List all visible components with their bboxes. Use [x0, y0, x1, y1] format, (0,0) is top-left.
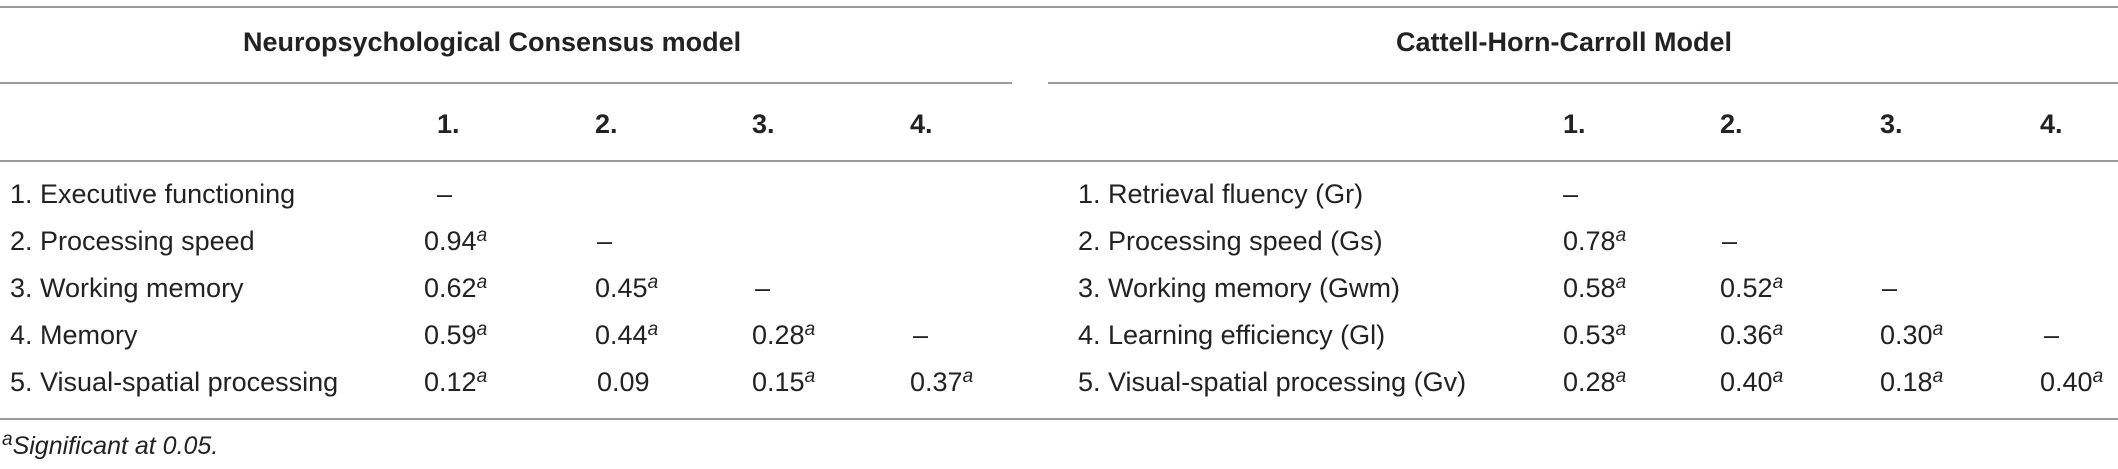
table-footnote: aSignificant at 0.05.	[2, 430, 218, 462]
cell-value: 0.40	[2040, 367, 2093, 397]
panel-1-title-rule	[0, 82, 1012, 84]
cell-value: 0.94	[424, 226, 477, 256]
significance-marker: a	[476, 319, 488, 340]
panel-1-cell: 0.44a	[595, 318, 658, 352]
panel-2-cell: 0.40a	[2040, 365, 2103, 399]
significance-marker: a	[804, 366, 816, 387]
cell-value: 0.40	[1720, 367, 1773, 397]
cell-value: 0.18	[1880, 367, 1933, 397]
cell-value: 0.53	[1563, 320, 1616, 350]
panel-1-cell: 0.62a	[424, 271, 487, 305]
panel-2-cell: –	[1882, 273, 1898, 303]
panel-2-col-2-header: 2.	[1720, 109, 1743, 139]
significance-marker: a	[647, 319, 659, 340]
panel-2-row-label: 1. Retrieval fluency (Gr)	[1078, 179, 1364, 209]
significance-marker: a	[804, 319, 816, 340]
panel-1-col-2-header: 2.	[595, 109, 618, 139]
significance-marker: a	[962, 366, 974, 387]
panel-2-cell: –	[1722, 226, 1738, 256]
header-bottom-rule	[0, 160, 2118, 162]
panel-2-title: Cattell-Horn-Carroll Model	[1396, 27, 1733, 57]
footnote-marker: a	[2, 429, 13, 450]
table-bottom-rule	[0, 418, 2118, 420]
panel-2-cell: 0.36a	[1720, 318, 1783, 352]
panel-2-title-rule	[1048, 82, 2118, 84]
footnote-text: Significant at 0.05.	[12, 432, 219, 460]
cell-value: 0.28	[752, 320, 805, 350]
significance-marker: a	[1932, 366, 1944, 387]
panel-2-cell: 0.53a	[1563, 318, 1626, 352]
significance-marker: a	[1772, 366, 1784, 387]
table-top-rule	[0, 6, 2118, 8]
panel-2-row-label: 3. Working memory (Gwm)	[1078, 273, 1401, 303]
panel-2-row-label: 5. Visual-spatial processing (Gv)	[1078, 367, 1467, 397]
panel-1-cell: 0.12a	[424, 365, 487, 399]
panel-1-cell: 0.37a	[910, 365, 973, 399]
panel-2-cell: 0.30a	[1880, 318, 1943, 352]
significance-marker: a	[476, 225, 488, 246]
panel-1-cell: –	[437, 179, 453, 209]
cell-value: 0.12	[424, 367, 477, 397]
panel-1-row-label: 1. Executive functioning	[10, 179, 296, 209]
cell-value: 0.30	[1880, 320, 1933, 350]
panel-1-col-1-header: 1.	[437, 109, 460, 139]
panel-1-col-3-header: 3.	[752, 109, 775, 139]
significance-marker: a	[1772, 319, 1784, 340]
panel-2-cell: 0.58a	[1563, 271, 1626, 305]
panel-1-cell: 0.59a	[424, 318, 487, 352]
panel-2-cell: 0.18a	[1880, 365, 1943, 399]
significance-marker: a	[2092, 366, 2104, 387]
significance-marker: a	[1615, 272, 1627, 293]
significance-marker: a	[1932, 319, 1944, 340]
panel-2-cell: 0.52a	[1720, 271, 1783, 305]
panel-2-row-label: 2. Processing speed (Gs)	[1078, 226, 1383, 256]
cell-value: 0.44	[595, 320, 648, 350]
panel-2-cell: 0.28a	[1563, 365, 1626, 399]
significance-marker: a	[476, 272, 488, 293]
panel-2-cell: 0.78a	[1563, 224, 1626, 258]
panel-2-row-label: 4. Learning efficiency (Gl)	[1078, 320, 1386, 350]
panel-1-cell: 0.28a	[752, 318, 815, 352]
panel-2-cell: –	[1563, 179, 1579, 209]
panel-1-row-label: 4. Memory	[10, 320, 138, 350]
cell-value: 0.58	[1563, 273, 1616, 303]
panel-1-cell: 0.45a	[595, 271, 658, 305]
significance-marker: a	[1772, 272, 1784, 293]
panel-1-cell: –	[755, 273, 771, 303]
panel-1-row-label: 5. Visual-spatial processing	[10, 367, 339, 397]
cell-value: 0.52	[1720, 273, 1773, 303]
panel-2-col-3-header: 3.	[1880, 109, 1903, 139]
panel-1-cell: 0.09	[597, 367, 650, 397]
cell-value: 0.45	[595, 273, 648, 303]
cell-value: 0.37	[910, 367, 963, 397]
panel-1-cell: –	[597, 226, 613, 256]
panel-1-cell: 0.94a	[424, 224, 487, 258]
cell-value: 0.59	[424, 320, 477, 350]
cell-value: 0.62	[424, 273, 477, 303]
significance-marker: a	[476, 366, 488, 387]
cell-value: 0.15	[752, 367, 805, 397]
significance-marker: a	[1615, 225, 1627, 246]
cell-value: 0.36	[1720, 320, 1773, 350]
panel-2-cell: –	[2044, 320, 2060, 350]
panel-1-row-label: 2. Processing speed	[10, 226, 255, 256]
panel-1-row-label: 3. Working memory	[10, 273, 244, 303]
panel-1-col-4-header: 4.	[910, 109, 933, 139]
significance-marker: a	[647, 272, 659, 293]
panel-2-cell: 0.40a	[1720, 365, 1783, 399]
panel-1-cell: –	[913, 320, 929, 350]
panel-2-col-4-header: 4.	[2040, 109, 2063, 139]
significance-marker: a	[1615, 319, 1627, 340]
panel-1-cell: 0.15a	[752, 365, 815, 399]
panel-1-title: Neuropsychological Consensus model	[243, 27, 742, 57]
cell-value: 0.78	[1563, 226, 1616, 256]
cell-value: 0.28	[1563, 367, 1616, 397]
significance-marker: a	[1615, 366, 1627, 387]
panel-2-col-1-header: 1.	[1563, 109, 1586, 139]
